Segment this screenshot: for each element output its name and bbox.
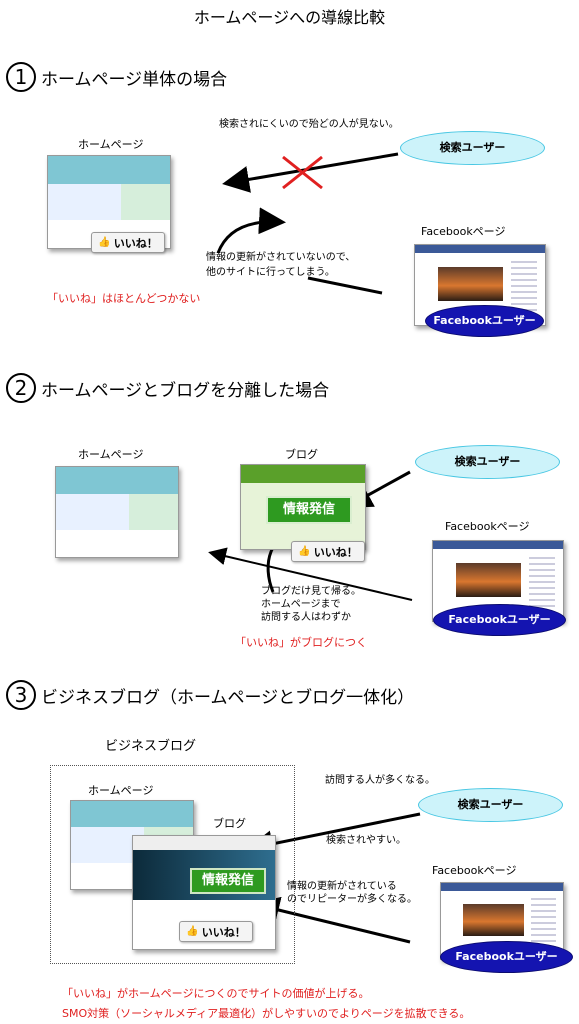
s2-search-user: 検索ユーザー bbox=[415, 445, 560, 479]
s3-note-search: 検索されやすい。 bbox=[326, 835, 406, 846]
s1-facebook-page-label: Facebookページ bbox=[421, 225, 506, 238]
s1-note-update-line1: 情報の更新がされていないので、 bbox=[206, 252, 356, 263]
s2-homepage-label: ホームページ bbox=[78, 448, 144, 461]
s2-blog-label: ブログ bbox=[285, 448, 318, 461]
s2-facebook-user: Facebookユーザー bbox=[433, 604, 566, 636]
s3-note-update-line1: 情報の更新がされている bbox=[287, 881, 397, 892]
s1-like-button: 👍 いいね！ bbox=[91, 232, 165, 253]
diagram-title: ホームページへの導線比較 bbox=[193, 8, 386, 27]
section2-heading: 2 ホームページとブログを分離した場合 bbox=[6, 373, 329, 403]
s2-to-homepage-arrow bbox=[208, 547, 413, 601]
s2-note-line3: 訪問する人はわずか bbox=[261, 612, 351, 623]
s2-red-note: 「いいね」がブログにつく bbox=[235, 636, 367, 649]
s1-facebook-user: Facebookユーザー bbox=[425, 305, 544, 337]
section3-title: ビジネスブログ（ホームページとブログ一体化） bbox=[41, 687, 415, 708]
s1-search-arrow bbox=[222, 152, 399, 193]
s3-note-update: 情報の更新がされている のでリピーターが多くなる。 bbox=[287, 880, 417, 906]
section2-title: ホームページとブログを分離した場合 bbox=[41, 380, 330, 401]
thumbs-up-icon: 👍 bbox=[298, 546, 311, 557]
s3-note-visit: 訪問する人が多くなる。 bbox=[325, 775, 435, 786]
s3-box-label: ビジネスブログ bbox=[105, 739, 197, 754]
s1-note-update-line2: 他のサイトに行ってしまう。 bbox=[206, 267, 335, 278]
s3-info-badge: 情報発信 bbox=[190, 868, 266, 894]
s3-search-user: 検索ユーザー bbox=[418, 788, 563, 822]
s1-homepage-label: ホームページ bbox=[78, 138, 144, 151]
s1-note-update: 情報の更新がされていないので、 他のサイトに行ってしまう。 bbox=[206, 250, 355, 280]
s2-like-button: 👍 いいね！ bbox=[291, 541, 365, 562]
s3-business-blog-box bbox=[50, 765, 295, 964]
section1-heading: 1 ホームページ単体の場合 bbox=[6, 62, 227, 92]
s1-red-note: 「いいね」はほとんどつかない bbox=[47, 292, 201, 305]
s3-homepage-label: ホームページ bbox=[88, 784, 154, 797]
section1-number: 1 bbox=[6, 62, 36, 92]
s3-note-update-line2: のでリピーターが多くなる。 bbox=[287, 894, 417, 905]
s3-like-label: いいね！ bbox=[201, 925, 246, 939]
s3-red-note-1: 「いいね」がホームページにつくのでサイトの価値が上げる。 bbox=[62, 987, 370, 1000]
s2-note-line2: ホームページまで bbox=[261, 599, 341, 610]
s2-facebook-page-label: Facebookページ bbox=[445, 520, 530, 533]
s3-blog-label: ブログ bbox=[213, 817, 246, 830]
s2-note: ブログだけ見て帰る。 ホームページまで 訪問する人はわずか bbox=[261, 585, 361, 624]
s2-note-line1: ブログだけ見て帰る。 bbox=[261, 586, 361, 597]
thumbs-up-icon: 👍 bbox=[186, 926, 199, 937]
section3-number: 3 bbox=[6, 680, 36, 710]
section2-number: 2 bbox=[6, 373, 36, 403]
thumbs-up-icon: 👍 bbox=[98, 237, 111, 248]
s3-fb-arrow bbox=[252, 896, 411, 944]
s1-cross-mark bbox=[282, 155, 323, 190]
s1-like-label: いいね！ bbox=[113, 236, 158, 250]
section3-heading: 3 ビジネスブログ（ホームページとブログ一体化） bbox=[6, 680, 414, 710]
s3-search-arrow bbox=[246, 812, 421, 858]
s2-like-label: いいね！ bbox=[313, 545, 358, 559]
s3-red-note-2: SMO対策（ソーシャルメディア最適化）がしやすいのでよりページを拡散できる。 bbox=[62, 1007, 471, 1020]
s3-facebook-page-label: Facebookページ bbox=[432, 864, 517, 877]
section1-title: ホームページ単体の場合 bbox=[41, 69, 228, 90]
s1-note-search: 検索されにくいので殆どの人が見ない。 bbox=[219, 119, 399, 130]
s2-homepage-screenshot bbox=[55, 466, 179, 558]
s3-like-button: 👍 いいね！ bbox=[179, 921, 253, 942]
s1-leave-arrow bbox=[307, 276, 383, 295]
s1-search-user: 検索ユーザー bbox=[400, 131, 545, 165]
s1-curve-arrow bbox=[216, 207, 286, 254]
s3-facebook-user: Facebookユーザー bbox=[440, 941, 573, 973]
s2-info-badge: 情報発信 bbox=[266, 496, 352, 524]
